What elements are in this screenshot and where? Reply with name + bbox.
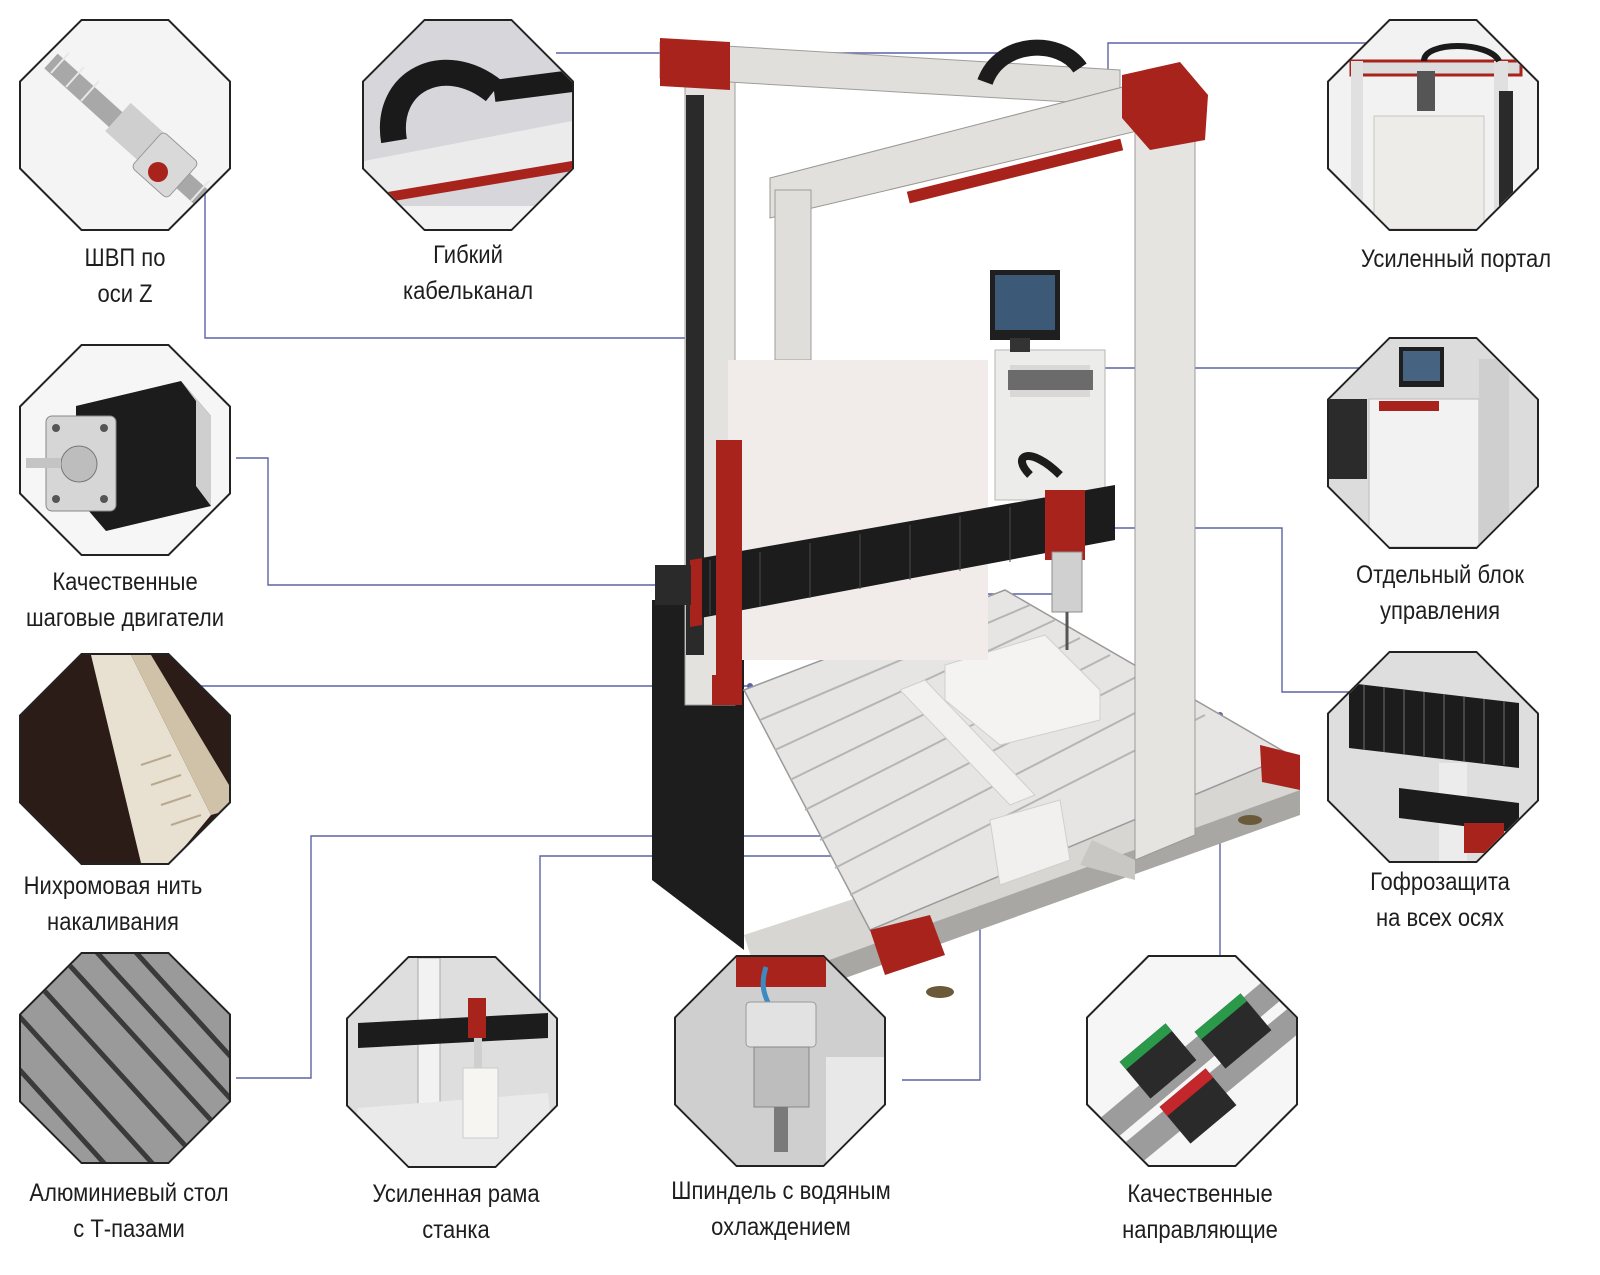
nichrome-wire-thumbnail — [19, 653, 231, 865]
control-unit-thumbnail — [1327, 337, 1539, 549]
caption-line: направляющие — [1122, 1216, 1278, 1244]
caption-control-unit: Отдельный блок управления — [1334, 557, 1545, 629]
caption-line: управления — [1379, 597, 1500, 625]
bellows-icon — [1329, 653, 1537, 861]
t-slot-table-thumbnail — [19, 952, 231, 1164]
caption-line: станка — [422, 1216, 490, 1244]
caption-line: охлаждением — [711, 1213, 851, 1241]
caption-linear-guides: Качественные направляющие — [1094, 1176, 1305, 1248]
caption-line: Алюминиевый стол — [29, 1179, 229, 1207]
frame-icon — [348, 958, 556, 1166]
caption-line: оси Z — [97, 280, 153, 308]
caption-frame: Усиленная рама станка — [350, 1176, 561, 1248]
spindle-thumbnail — [674, 955, 886, 1167]
caption-stepper-motors: Качественные шаговые двигатели — [15, 564, 235, 636]
hot-wire-icon — [21, 655, 229, 863]
caption-line: Отдельный блок — [1355, 561, 1525, 589]
caption-line: Нихромовая нить — [23, 872, 203, 900]
caption-line: шаговые двигатели — [25, 604, 225, 632]
caption-line: Усиленная рама — [372, 1180, 540, 1208]
linear-guides-thumbnail — [1086, 955, 1298, 1167]
caption-line: с Т-пазами — [73, 1215, 185, 1243]
caption-line: Качественные — [1127, 1180, 1273, 1208]
stepper-motor-icon — [21, 346, 229, 554]
caption-nichrome-wire: Нихромовая нить накаливания — [14, 868, 213, 940]
frame-thumbnail — [346, 956, 558, 1168]
linear-guide-icon — [1088, 957, 1296, 1165]
caption-line: Гибкий — [433, 241, 503, 269]
ball-screw-thumbnail — [19, 19, 231, 231]
caption-cable-chain: Гибкий кабельканал — [355, 237, 580, 309]
spindle-icon — [676, 957, 884, 1165]
bellows-thumbnail — [1327, 651, 1539, 863]
caption-line: на всех осях — [1376, 904, 1504, 932]
leader-stepper — [236, 457, 672, 586]
caption-line: Гофрозащита — [1370, 868, 1510, 896]
caption-bellows: Гофрозащита на всех осях — [1352, 864, 1528, 936]
portal-icon — [1329, 21, 1537, 229]
leader-ball-screw — [204, 190, 688, 339]
portal-thumbnail — [1327, 19, 1539, 231]
leader-table — [236, 835, 918, 1079]
caption-line: накаливания — [47, 908, 179, 936]
caption-line: Шпиндель с водяным — [671, 1177, 891, 1205]
control-cabinet-icon — [1329, 339, 1537, 547]
caption-portal: Усиленный портал — [1336, 241, 1575, 277]
ball-screw-icon — [21, 21, 229, 229]
caption-line: Качественные — [52, 568, 198, 596]
caption-line: кабельканал — [402, 277, 534, 305]
caption-ball-screw: ШВП по оси Z — [33, 240, 218, 312]
cable-chain-icon — [364, 21, 572, 229]
t-slot-table-icon — [21, 954, 229, 1162]
stepper-motor-thumbnail — [19, 344, 231, 556]
caption-line: ШВП по — [84, 244, 166, 272]
cable-chain-thumbnail — [362, 19, 574, 231]
caption-line: Усиленный портал — [1360, 245, 1552, 273]
caption-t-slot-table: Алюминиевый стол с Т-пазами — [15, 1175, 242, 1247]
caption-spindle: Шпиндель с водяным охлаждением — [653, 1173, 908, 1245]
